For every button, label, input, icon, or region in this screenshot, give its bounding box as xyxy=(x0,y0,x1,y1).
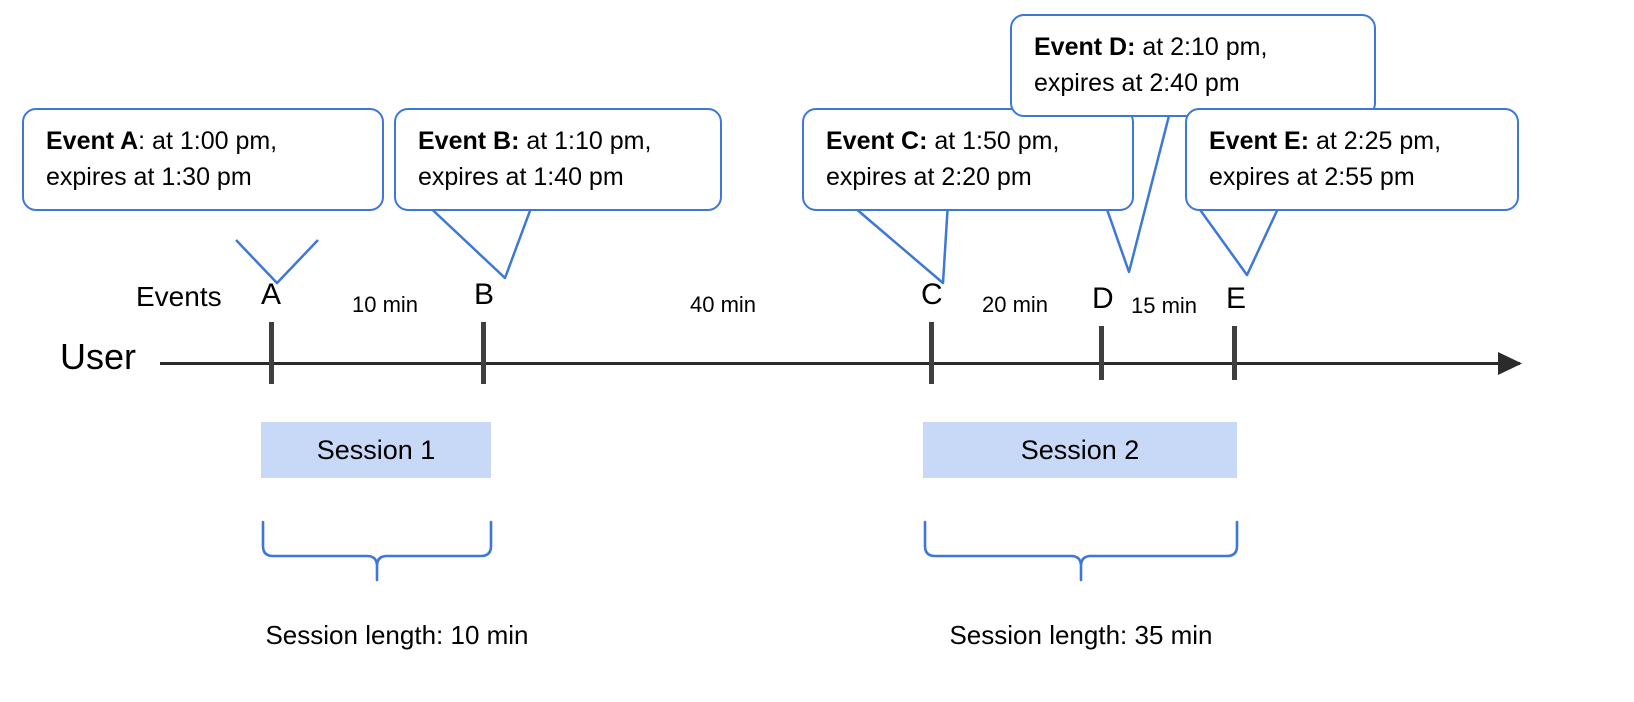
callout-event-c-line2: expires at 2:20 pm xyxy=(826,162,1032,191)
gap-label-a-b: 10 min xyxy=(352,292,419,317)
callout-event-c-line1: Event C: at 1:50 pm, xyxy=(826,124,1112,160)
callout-event-b-line1: Event B: at 1:10 pm, xyxy=(418,124,700,160)
gap-label-c-d: 20 min xyxy=(982,292,1049,317)
callout-event-c-time: at 1:50 pm, xyxy=(927,127,1060,155)
callout-event-b-title: Event B: xyxy=(418,127,520,155)
callout-event-e-line2: expires at 2:55 pm xyxy=(1209,162,1415,191)
row-label-user: User xyxy=(60,336,137,377)
callout-event-e[interactable]: Event E: at 2:25 pm, expires at 2:55 pm xyxy=(1185,108,1519,211)
session-length-1: Session length: 10 min xyxy=(265,620,529,650)
callout-event-a[interactable]: Event A: at 1:00 pm, expires at 1:30 pm xyxy=(22,108,384,211)
callout-event-e-time: at 2:25 pm, xyxy=(1309,127,1442,155)
callout-event-c-title: Event C: xyxy=(826,127,928,155)
callout-event-e-line1: Event E: at 2:25 pm, xyxy=(1209,124,1497,160)
callout-event-a-time: at 1:00 pm, xyxy=(145,127,278,155)
tick-label-d: D xyxy=(1092,282,1114,315)
tick-label-e: E xyxy=(1226,282,1247,315)
session-length-2: Session length: 35 min xyxy=(949,620,1213,650)
callout-event-e-title: Event E: xyxy=(1209,127,1310,155)
callout-event-d-line1: Event D: at 2:10 pm, xyxy=(1034,30,1354,66)
timeline-axis xyxy=(160,362,1508,365)
callout-event-b-line2: expires at 1:40 pm xyxy=(418,162,624,191)
callout-event-d-line2: expires at 2:40 pm xyxy=(1034,68,1240,97)
callout-event-c[interactable]: Event C: at 1:50 pm, expires at 2:20 pm xyxy=(802,108,1134,211)
tick-b xyxy=(481,322,486,384)
row-label-events: Events xyxy=(136,281,222,312)
session-box-1: Session 1 xyxy=(261,422,491,478)
callout-event-a-sep: : xyxy=(138,127,146,155)
tick-a xyxy=(269,322,274,384)
axis-arrow-icon xyxy=(1490,352,1522,375)
callout-event-d-title: Event D: xyxy=(1034,33,1136,61)
tick-label-b: B xyxy=(474,278,495,311)
tick-e xyxy=(1232,326,1237,380)
callout-event-a-line2: expires at 1:30 pm xyxy=(46,162,252,191)
gap-label-b-c: 40 min xyxy=(690,292,757,317)
tick-label-a: A xyxy=(261,278,282,311)
session-box-2: Session 2 xyxy=(923,422,1237,478)
tick-d xyxy=(1099,326,1104,380)
tick-c xyxy=(929,322,934,384)
session-box-2-label: Session 2 xyxy=(1020,434,1140,465)
callout-event-a-line1: Event A: at 1:00 pm, xyxy=(46,124,362,160)
gap-label-d-e: 15 min xyxy=(1131,293,1198,318)
callout-event-b[interactable]: Event B: at 1:10 pm, expires at 1:40 pm xyxy=(394,108,722,211)
session-box-1-label: Session 1 xyxy=(316,434,436,465)
tick-label-c: C xyxy=(921,278,943,311)
callout-event-d-time: at 2:10 pm, xyxy=(1135,33,1268,61)
callout-event-d[interactable]: Event D: at 2:10 pm, expires at 2:40 pm xyxy=(1010,14,1376,117)
callout-event-b-time: at 1:10 pm, xyxy=(519,127,652,155)
callout-event-a-title: Event A xyxy=(46,127,139,155)
